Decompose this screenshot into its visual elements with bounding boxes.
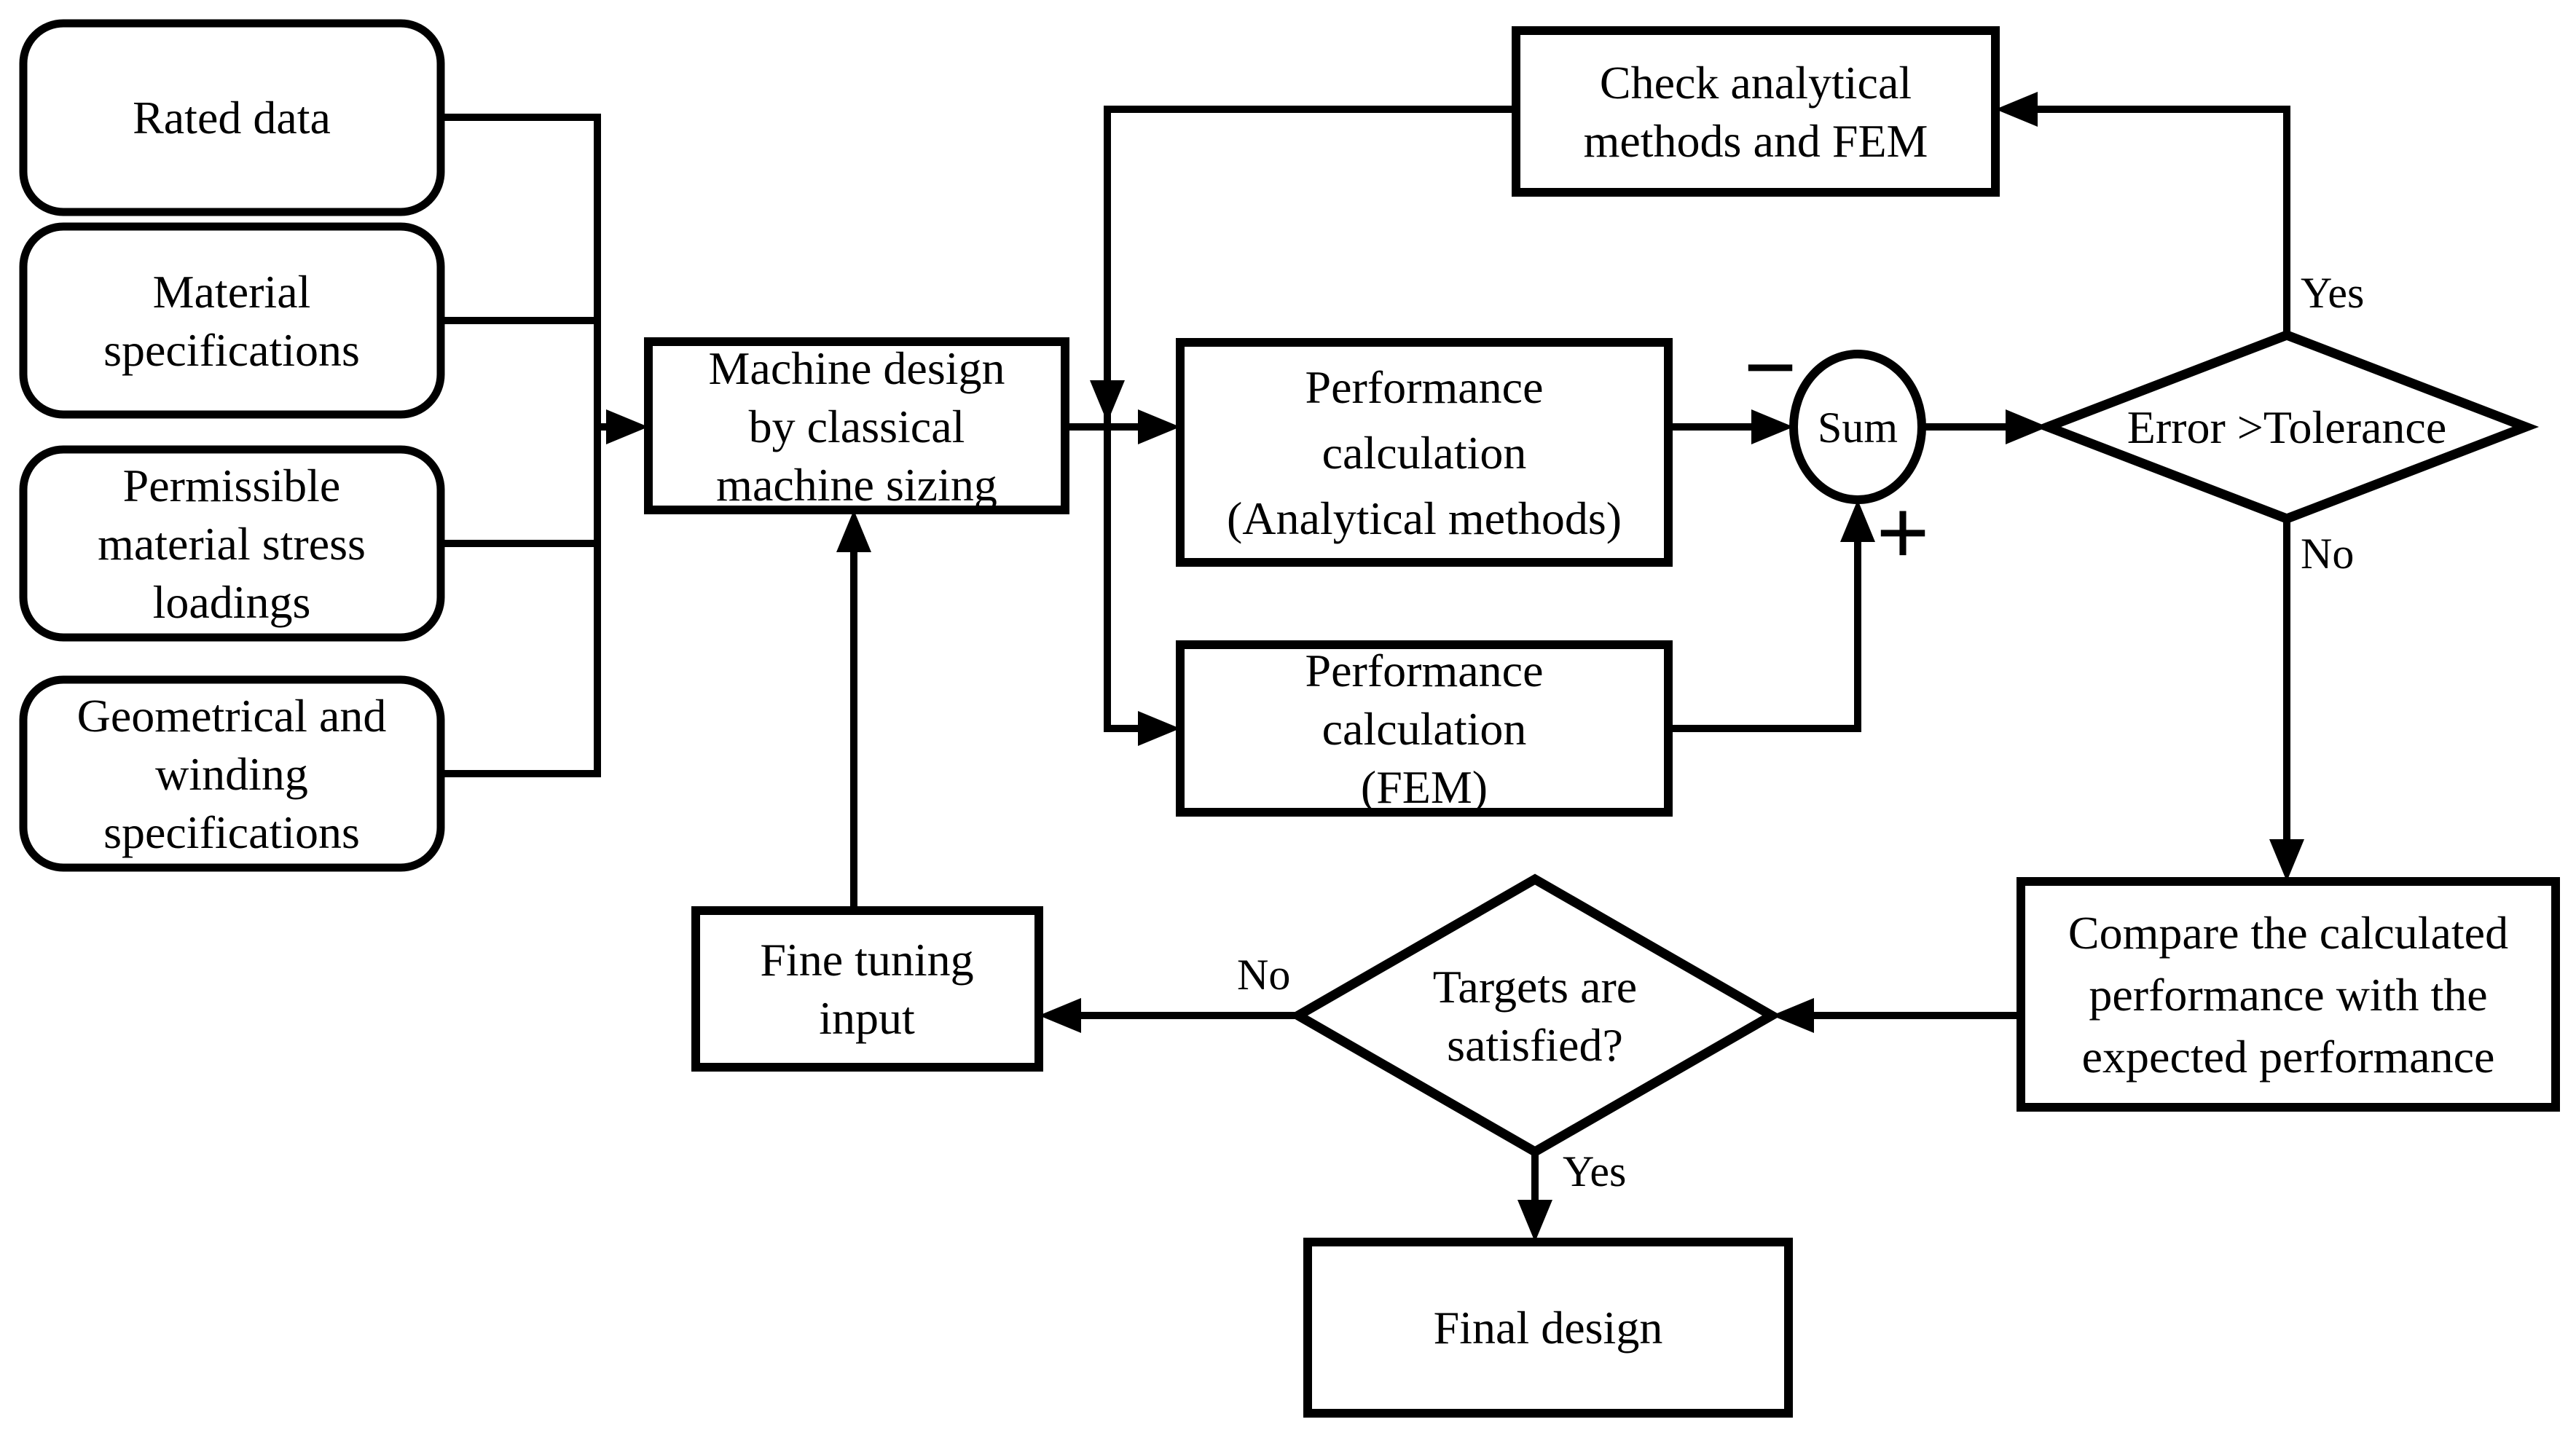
error-no-label: No: [2301, 530, 2354, 578]
permissible-stress-label-line-2: material stress: [98, 518, 366, 570]
targets-yes-label: Yes: [1563, 1147, 1626, 1195]
error-yes-label: Yes: [2301, 269, 2364, 317]
performance-fem-label-line-1: Performance: [1305, 645, 1544, 696]
permissible-stress-label-line-1: Permissible: [123, 460, 341, 511]
material-specifications-label-line-1: Material: [153, 266, 311, 318]
performance-analytical-label-line-3: (Analytical methods): [1227, 492, 1622, 544]
compare-performance-label-line-3: expected performance: [2082, 1031, 2495, 1083]
permissible-stress-box: [19, 445, 445, 642]
arrowhead-into-sum-icon: [1751, 409, 1794, 444]
performance-fem-label-line-2: calculation: [1322, 703, 1527, 755]
arrowheads: [606, 92, 2304, 1242]
sum-minus-sign: −: [1743, 315, 1797, 420]
targets-satisfied-diamond: [1288, 873, 1782, 1158]
error-tolerance-label: Error >Tolerance: [2127, 401, 2446, 453]
machine-design-box: [644, 337, 1069, 514]
check-methods-label-line-2: methods and FEM: [1584, 115, 1928, 167]
arrowhead-into-fem-icon: [1138, 711, 1180, 746]
arrowhead-into-error-diamond-icon: [2006, 409, 2048, 444]
material-specifications-label-line-2: specifications: [103, 324, 360, 376]
node-shapes: [19, 19, 2560, 1418]
arrowhead-into-targets-diamond-icon: [1772, 998, 1814, 1033]
arrowhead-into-final-design-icon: [1517, 1200, 1552, 1242]
node-labels: Rated data Material specifications Permi…: [77, 57, 2508, 1354]
arrowhead-finetuning-into-machine-icon: [836, 510, 871, 552]
edges: [437, 106, 2290, 1206]
geometrical-winding-label-line-1: Geometrical and: [77, 690, 387, 742]
fine-tuning-label-line-1: Fine tuning: [760, 934, 973, 986]
compare-performance-label-line-1: Compare the calculated: [2068, 907, 2508, 959]
error-tolerance-diamond: [2034, 330, 2540, 524]
arrowhead-feedback-down-icon: [1090, 380, 1125, 423]
final-design-label: Final design: [1434, 1302, 1663, 1354]
machine-design-label-line-3: machine sizing: [716, 459, 997, 511]
machine-design-label-line-1: Machine design: [709, 342, 1005, 394]
permissible-stress-label-line-3: loadings: [153, 576, 311, 628]
material-specifications-box: [19, 222, 445, 419]
fine-tuning-box: [691, 906, 1043, 1072]
performance-analytical-box: [1176, 338, 1673, 567]
machine-design-label-line-2: by classical: [749, 401, 965, 452]
arrowhead-into-finetuning-icon: [1039, 998, 1081, 1033]
sum-junction-label: Sum: [1818, 404, 1898, 452]
targets-satisfied-label-line-1: Targets are: [1433, 961, 1637, 1013]
geometrical-winding-box: [19, 675, 445, 872]
arrowhead-into-machine-icon: [606, 409, 648, 444]
rated-data-box: [19, 19, 445, 216]
arrowhead-into-compare-icon: [2269, 839, 2304, 881]
rated-data-label: Rated data: [133, 92, 331, 144]
targets-satisfied-label-line-2: satisfied?: [1447, 1019, 1623, 1071]
compare-performance-box: [2017, 877, 2560, 1112]
compare-performance-label-line-2: performance with the: [2089, 969, 2487, 1021]
edge-labels: Yes No No Yes − +: [1237, 269, 2364, 1195]
performance-fem-box: [1176, 640, 1673, 817]
fine-tuning-label-line-2: input: [819, 992, 915, 1044]
arrowhead-into-analytical-icon: [1138, 409, 1180, 444]
performance-analytical-label-line-1: Performance: [1305, 361, 1544, 413]
arrowhead-fem-into-sum-icon: [1840, 500, 1875, 542]
sum-plus-sign: +: [1876, 481, 1930, 586]
targets-no-label: No: [1237, 951, 1290, 999]
performance-analytical-label-line-2: calculation: [1322, 427, 1527, 479]
arrowhead-into-check-box-icon: [1995, 92, 2038, 127]
check-methods-label-line-1: Check analytical: [1600, 57, 1912, 109]
check-methods-box: [1512, 26, 2000, 197]
geometrical-winding-label-line-2: winding: [155, 748, 308, 800]
performance-fem-label-line-3: (FEM): [1361, 761, 1488, 813]
final-design-box: [1303, 1238, 1793, 1418]
geometrical-winding-label-line-3: specifications: [103, 806, 360, 858]
